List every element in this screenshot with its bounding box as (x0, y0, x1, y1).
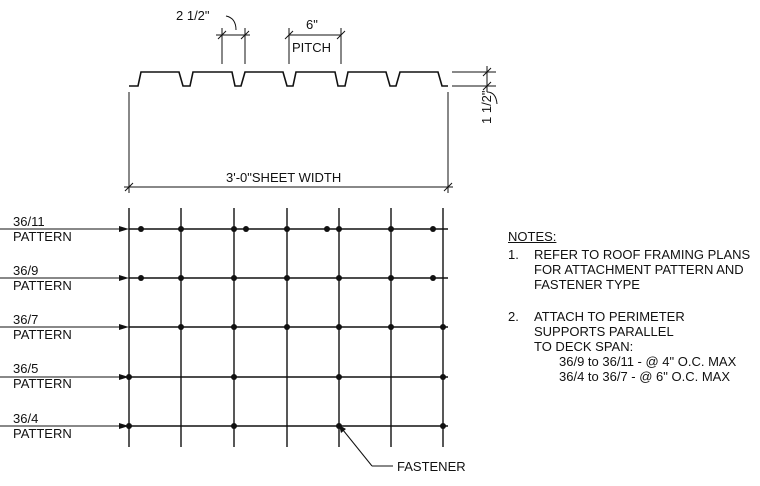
fastener-arrowhead (339, 425, 346, 433)
deck-profile (129, 71, 448, 87)
fastener-dot (126, 374, 132, 380)
fastener-dot (336, 226, 342, 232)
fastener-dot (243, 226, 249, 232)
fastener-dot (440, 324, 446, 330)
fastener-dot (430, 275, 436, 281)
fastener-dot (284, 324, 290, 330)
fastener-dot (430, 226, 436, 232)
fastener-dot (231, 324, 237, 330)
fastener-dot (231, 226, 237, 232)
pitch-label: PITCH (292, 40, 331, 55)
fastener-dot (126, 423, 132, 429)
pattern-leader-arrow (119, 226, 129, 232)
fastener-dot (388, 226, 394, 232)
pattern-leaders (0, 226, 129, 429)
fastener-dot (324, 226, 330, 232)
fastener-dot (440, 423, 446, 429)
fastener-dot (336, 275, 342, 281)
note-item: 1.REFER TO ROOF FRAMING PLANS FOR ATTACH… (508, 247, 751, 292)
pattern-leader-arrow (119, 374, 129, 380)
pattern-leader-arrow (119, 423, 129, 429)
depth-leader (486, 91, 498, 105)
fastener-dot (178, 324, 184, 330)
fastener-dot (284, 226, 290, 232)
fastener-dot (284, 275, 290, 281)
fastener-dot (231, 423, 237, 429)
pattern-leader-arrow (119, 324, 129, 330)
notes-heading: NOTES: (508, 229, 557, 244)
fastener-dot (178, 275, 184, 281)
pitch-value-label: 6" (306, 17, 318, 32)
note-sub-item: 36/4 to 36/7 - @ 6" O.C. MAX (559, 369, 730, 384)
fastener-leader (342, 429, 373, 467)
fastener-dot (138, 275, 144, 281)
fastener-dot (440, 374, 446, 380)
fastener-dot (231, 374, 237, 380)
fastener-dot (388, 324, 394, 330)
fastener-dot (388, 275, 394, 281)
sheet-width-label: 3'-0"SHEET WIDTH (226, 170, 342, 185)
pattern-leader-arrow (119, 275, 129, 281)
fastener-label: FASTENER (397, 459, 466, 474)
fastener-dot (336, 374, 342, 380)
fastener-dots (126, 226, 446, 429)
note-sub-item: 36/9 to 36/11 - @ 4" O.C. MAX (559, 354, 737, 369)
fastener-dot (178, 226, 184, 232)
fastener-dot (138, 226, 144, 232)
fastener-dot (231, 275, 237, 281)
depth-dimension-label: 1 1/2" (479, 90, 494, 124)
notes-block: NOTES: 1.REFER TO ROOF FRAMING PLANS FOR… (508, 229, 758, 384)
fastener-dot (336, 324, 342, 330)
note-item: 2.ATTACH TO PERIMETER SUPPORTS PARALLEL … (508, 309, 685, 354)
rib-top-leader (225, 15, 237, 31)
rib-top-dimension-label: 2 1/2" (176, 8, 210, 23)
